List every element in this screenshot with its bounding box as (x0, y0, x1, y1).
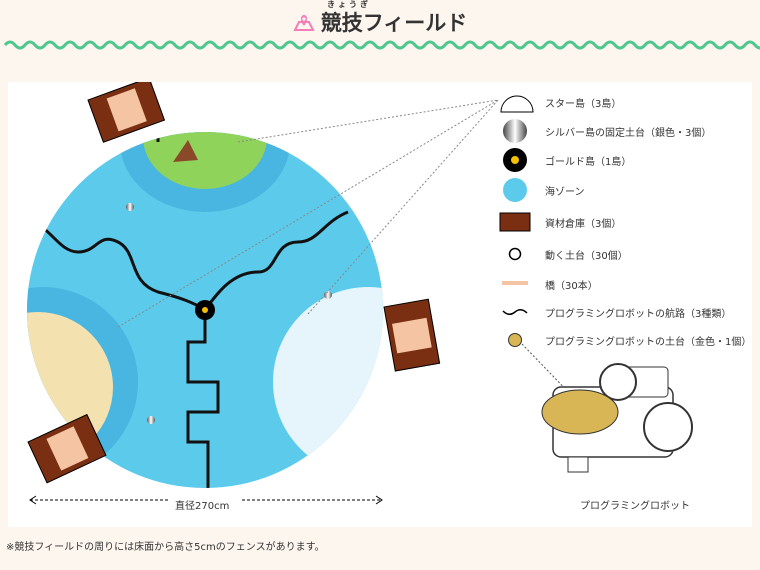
diameter-label: 直径270cm (175, 501, 230, 512)
legend-item-star-island: スター島（3島） (495, 88, 755, 116)
legend-item-bridge: 橋（30本） (495, 270, 755, 298)
route-3 (186, 310, 220, 488)
warehouse-top (87, 82, 166, 143)
robot-label: プログラミングロボット (580, 501, 690, 512)
legend-item-robot-base: プログラミングロボットの土台（金色・1個） (495, 326, 755, 354)
wave-line-icon (495, 308, 535, 316)
title-ruby: きょうぎ (327, 0, 371, 9)
volcano-icon (173, 140, 198, 162)
page-title: 競技フィールド (0, 11, 760, 37)
gold-island-icon (495, 147, 535, 173)
legend-item-route: プログラミングロボットの航路（3種類） (495, 298, 755, 326)
footnote: ※競技フィールドの周りには床面から高さ5cmのフェンスがあります。 (6, 542, 325, 553)
half-circle-icon (495, 90, 535, 114)
legend-item-warehouse: 資材倉庫（3個） (495, 208, 755, 236)
route-2 (203, 210, 349, 311)
legend-item-gold-island: ゴールド島（1島） (495, 146, 755, 174)
warehouse-right (383, 298, 441, 372)
warehouse-rect-icon (495, 212, 535, 232)
sea-circle-icon (495, 177, 535, 203)
title-text: 競技フィールド (320, 11, 468, 35)
star-island-right (273, 287, 383, 477)
star-island-top (143, 132, 267, 189)
map-pin-icon (293, 12, 315, 37)
ring-icon (495, 247, 535, 261)
robot-illustration (541, 363, 693, 473)
gold-dot-icon (495, 332, 535, 348)
field-map (27, 82, 693, 505)
warehouse-left (27, 413, 107, 484)
bridge-line-icon (495, 281, 535, 287)
field-panel (8, 82, 752, 527)
legend-item-sea: 海ゾーン (495, 176, 755, 204)
legend-item-moving-base: 動く土台（30個） (495, 240, 755, 268)
wave-divider (3, 40, 760, 50)
legend-item-silver-base: シルバー島の固定土台（銀色・3個） (495, 117, 755, 145)
silver-circle-icon (495, 118, 535, 144)
